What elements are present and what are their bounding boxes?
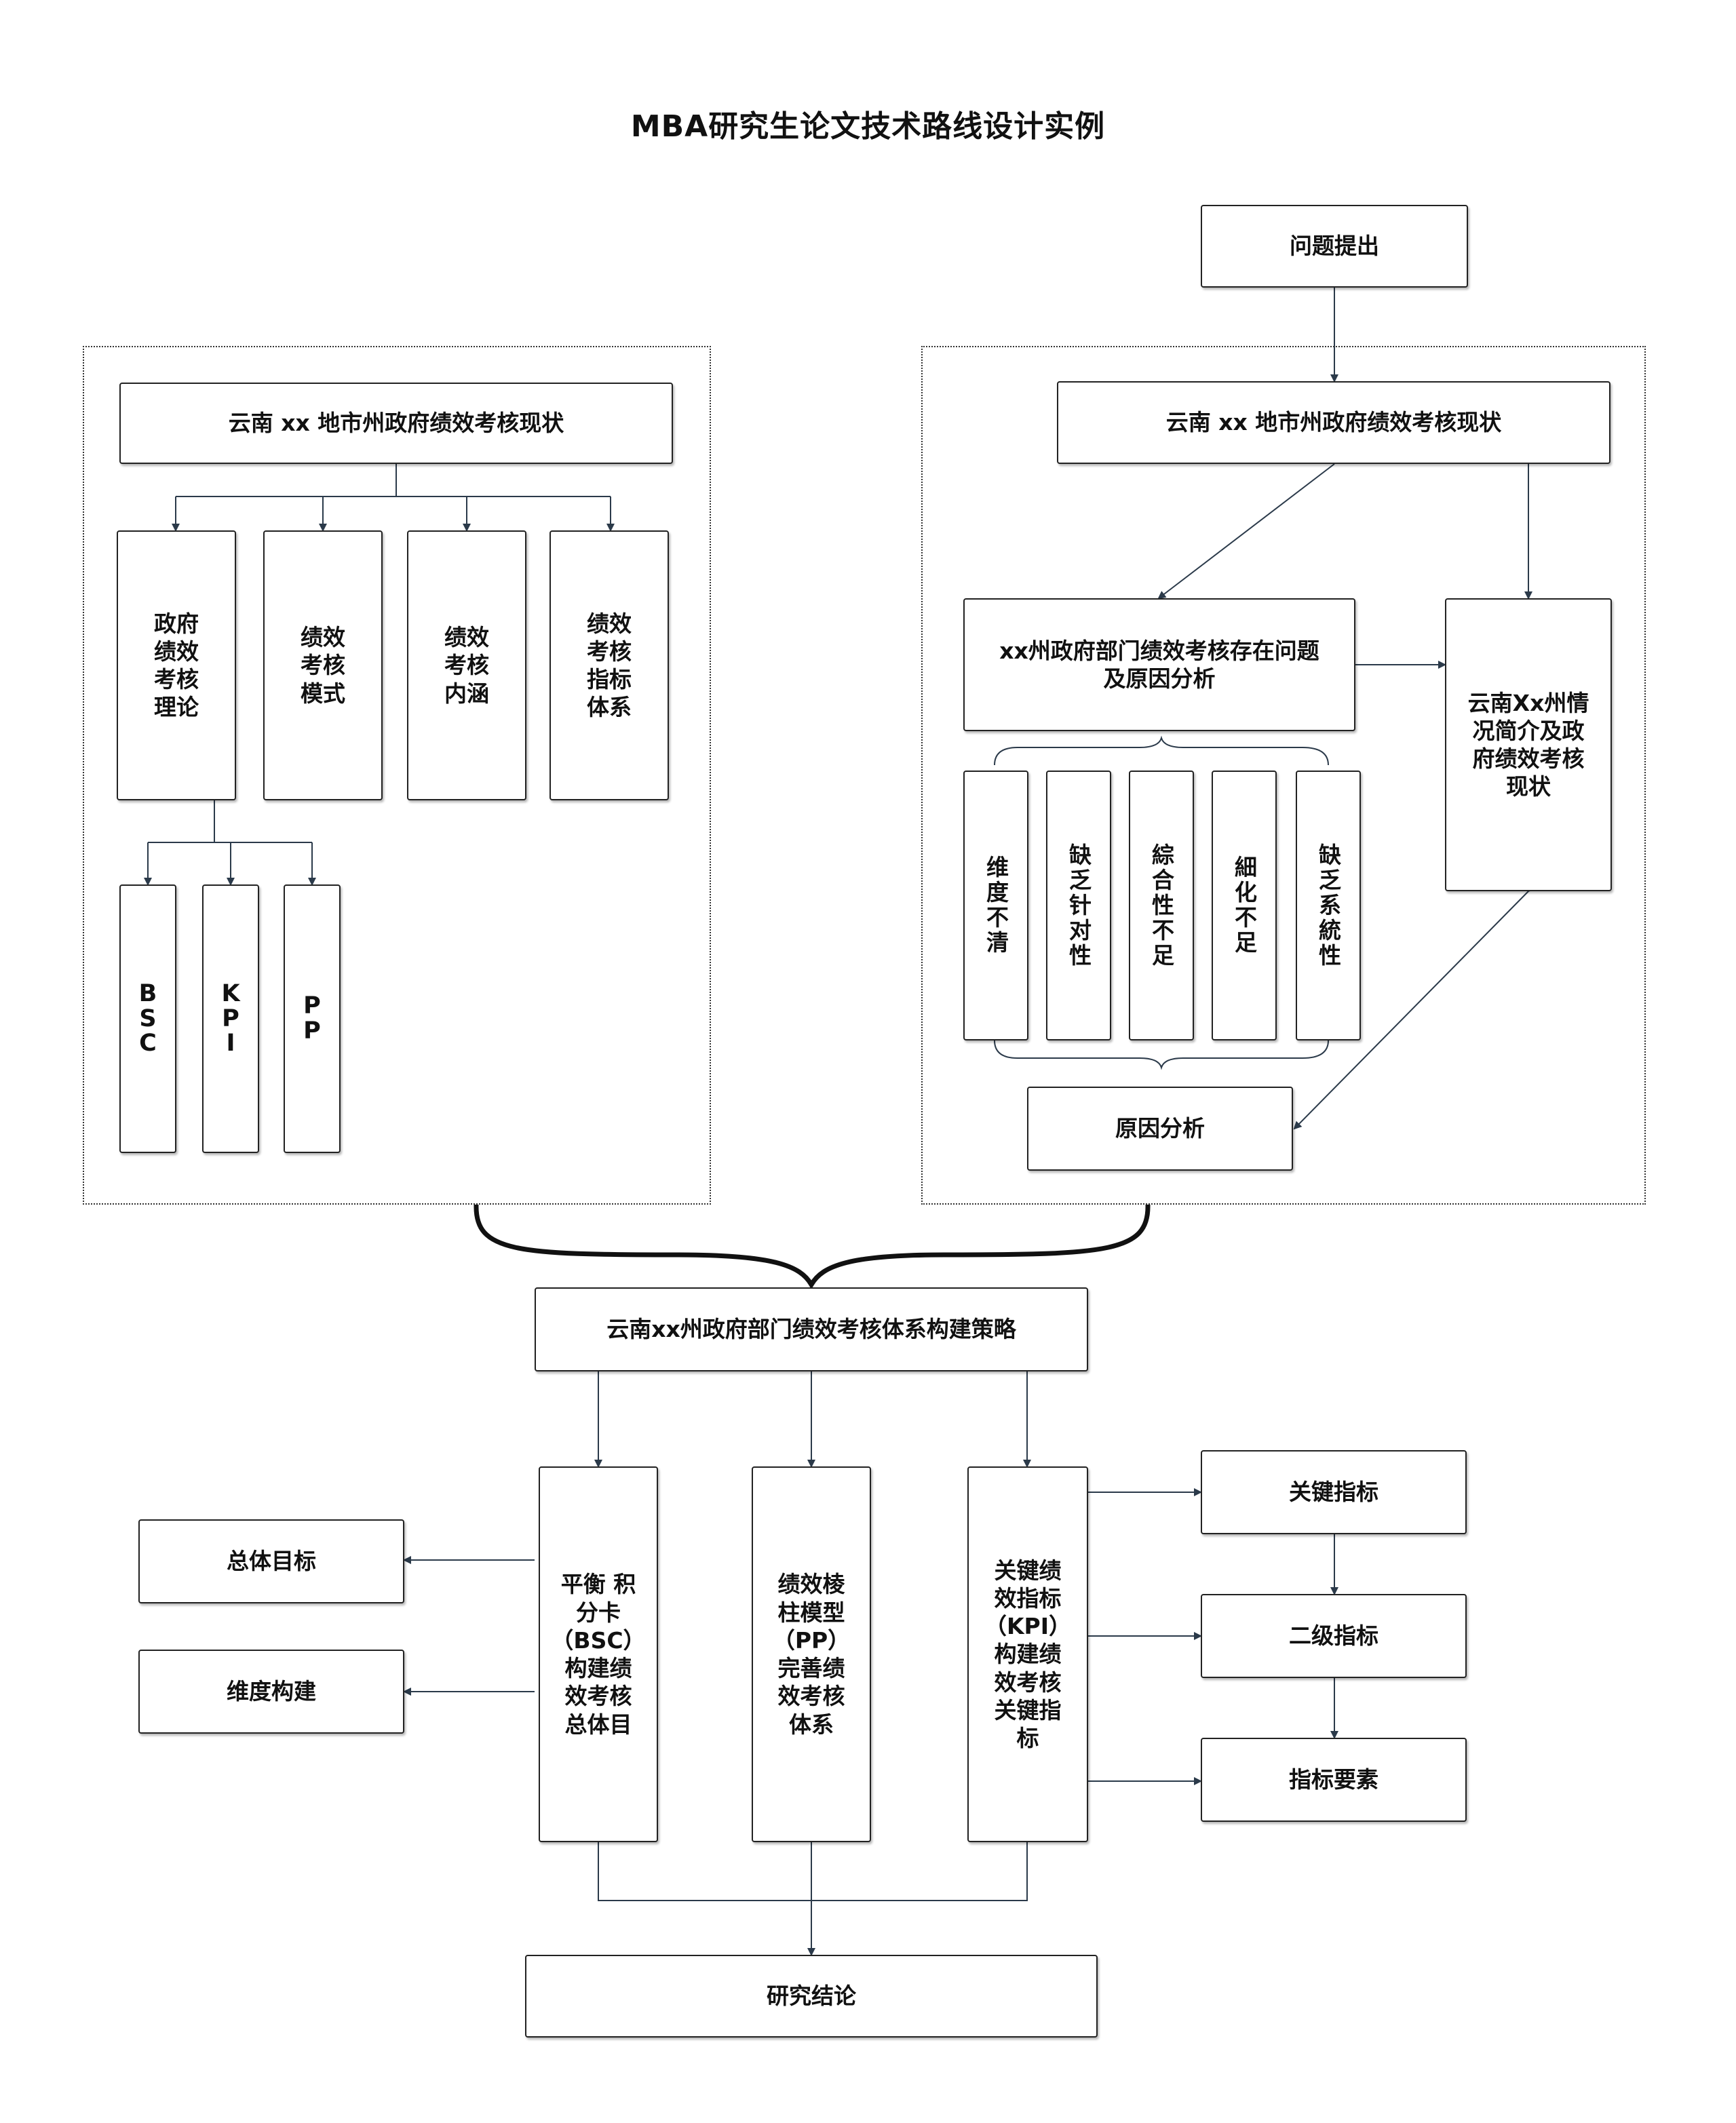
strategy-box: 云南xx州政府部门绩效考核体系构建策略 — [535, 1287, 1088, 1371]
method-pp-label: P P — [303, 992, 321, 1045]
issue-dimension-label: 维度不清 — [982, 855, 1009, 956]
issue-comprehensiveness-label: 綜合性不足 — [1148, 842, 1175, 969]
pillar-pp: 绩效棱 柱模型 （PP） 完善绩 效考核 体系 — [752, 1466, 871, 1842]
method-bsc-label: B S C — [138, 979, 157, 1057]
brace-top — [994, 735, 1329, 766]
method-pp: P P — [284, 884, 341, 1153]
prefecture-status-label: 云南Xx州情 况简介及政 府绩效考核 现状 — [1467, 689, 1589, 800]
prefecture-status: 云南Xx州情 况简介及政 府绩效考核 现状 — [1445, 598, 1612, 891]
issue-refinement-label: 細化不足 — [1231, 855, 1258, 956]
indicator-element: 指标要素 — [1201, 1738, 1467, 1822]
issue-systematic-label: 缺乏系統性 — [1315, 842, 1342, 969]
connector-conclusion-rail — [598, 1842, 1028, 1901]
connector-header-to-problem — [1157, 463, 1335, 600]
left-status-header: 云南 xx 地市州政府绩效考核现状 — [119, 383, 673, 464]
cause-analysis: 原因分析 — [1027, 1087, 1293, 1171]
pillar-kpi-label: 关键绩 效指标 （KPI） 构建绩 效考核 关键指 标 — [984, 1557, 1072, 1752]
problem-raised: 问题提出 — [1201, 205, 1468, 288]
method-kpi: K P I — [202, 884, 259, 1153]
method-kpi-label: K P I — [221, 979, 240, 1057]
left-panel — [83, 346, 711, 1205]
research-conclusion: 研究结论 — [525, 1955, 1098, 2038]
page-title: MBA研究生论文技术路线设计实例 — [630, 109, 1106, 144]
method-bsc: B S C — [119, 884, 176, 1153]
pillar-bsc: 平衡 积 分卡 （BSC） 构建绩 效考核 总体目 — [539, 1466, 658, 1842]
branch-theory: 政府 绩效 考核 理论 — [117, 530, 236, 800]
problem-analysis-label: xx州政府部门绩效考核存在问题 及原因分析 — [999, 637, 1319, 692]
key-indicator: 关键指标 — [1201, 1450, 1467, 1534]
problem-analysis: xx州政府部门绩效考核存在问题 及原因分析 — [963, 598, 1355, 731]
merge-brace — [474, 1204, 1151, 1290]
branch-theory-label: 政府 绩效 考核 理论 — [154, 610, 199, 721]
issue-targeting-label: 缺乏针对性 — [1065, 842, 1092, 969]
issue-refinement: 細化不足 — [1212, 771, 1277, 1040]
secondary-indicator: 二级指标 — [1201, 1594, 1467, 1678]
right-panel — [921, 346, 1646, 1205]
branch-mode: 绩效 考核 模式 — [263, 530, 383, 800]
pillar-pp-label: 绩效棱 柱模型 （PP） 完善绩 效考核 体系 — [772, 1571, 851, 1738]
right-status-header: 云南 xx 地市州政府绩效考核现状 — [1057, 381, 1610, 464]
branch-mode-label: 绩效 考核 模式 — [301, 624, 345, 707]
branch-connotation: 绩效 考核 内涵 — [407, 530, 526, 800]
connector-status-cause — [1293, 883, 1537, 1130]
pillar-bsc-label: 平衡 积 分卡 （BSC） 构建绩 效考核 总体目 — [551, 1571, 646, 1738]
branch-indicator-system: 绩效 考核 指标 体系 — [549, 530, 669, 800]
issue-systematic: 缺乏系統性 — [1296, 771, 1361, 1040]
issue-targeting: 缺乏针对性 — [1046, 771, 1111, 1040]
brace-bottom — [994, 1040, 1329, 1070]
branch-connotation-label: 绩效 考核 内涵 — [444, 624, 489, 707]
issue-comprehensiveness: 綜合性不足 — [1129, 771, 1194, 1040]
pillar-kpi: 关键绩 效指标 （KPI） 构建绩 效考核 关键指 标 — [967, 1466, 1088, 1842]
branch-indicator-system-label: 绩效 考核 指标 体系 — [587, 610, 632, 721]
overall-goal: 总体目标 — [138, 1519, 404, 1603]
dimension-construction: 维度构建 — [138, 1650, 404, 1734]
issue-dimension: 维度不清 — [963, 771, 1028, 1040]
